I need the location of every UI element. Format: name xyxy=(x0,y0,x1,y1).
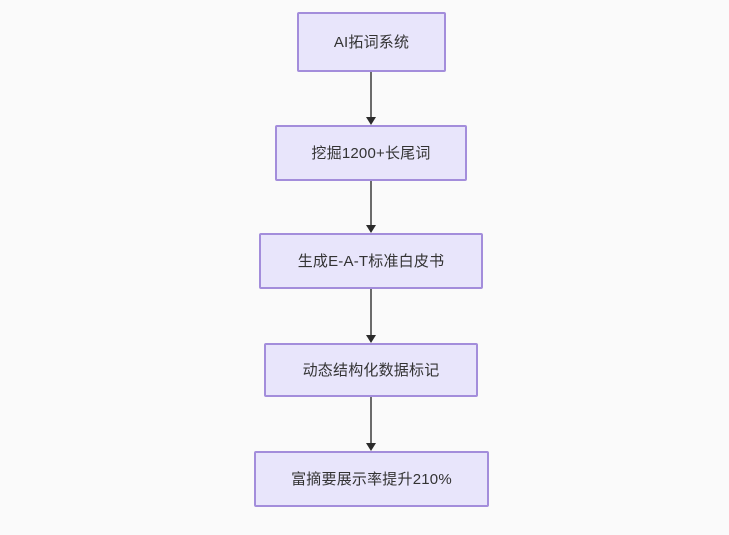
flow-node-label: 富摘要展示率提升210% xyxy=(291,470,452,488)
edge-line xyxy=(370,397,372,444)
edge-line xyxy=(370,181,372,226)
arrowhead-down-icon xyxy=(366,117,376,125)
flow-node-1[interactable]: AI拓词系统 xyxy=(297,12,446,72)
flow-node-label: 生成E-A-T标准白皮书 xyxy=(297,252,445,270)
flow-node-label: AI拓词系统 xyxy=(333,33,410,51)
flow-node-label: 挖掘1200+长尾词 xyxy=(311,144,431,162)
flow-node-label: 动态结构化数据标记 xyxy=(302,361,440,379)
flow-node-2[interactable]: 挖掘1200+长尾词 xyxy=(275,125,467,181)
arrowhead-down-icon xyxy=(366,335,376,343)
flow-node-4[interactable]: 动态结构化数据标记 xyxy=(264,343,478,397)
flow-node-3[interactable]: 生成E-A-T标准白皮书 xyxy=(259,233,483,289)
edge-line xyxy=(370,289,372,336)
arrowhead-down-icon xyxy=(366,443,376,451)
flow-node-5[interactable]: 富摘要展示率提升210% xyxy=(254,451,489,507)
arrowhead-down-icon xyxy=(366,225,376,233)
edge-line xyxy=(370,72,372,118)
